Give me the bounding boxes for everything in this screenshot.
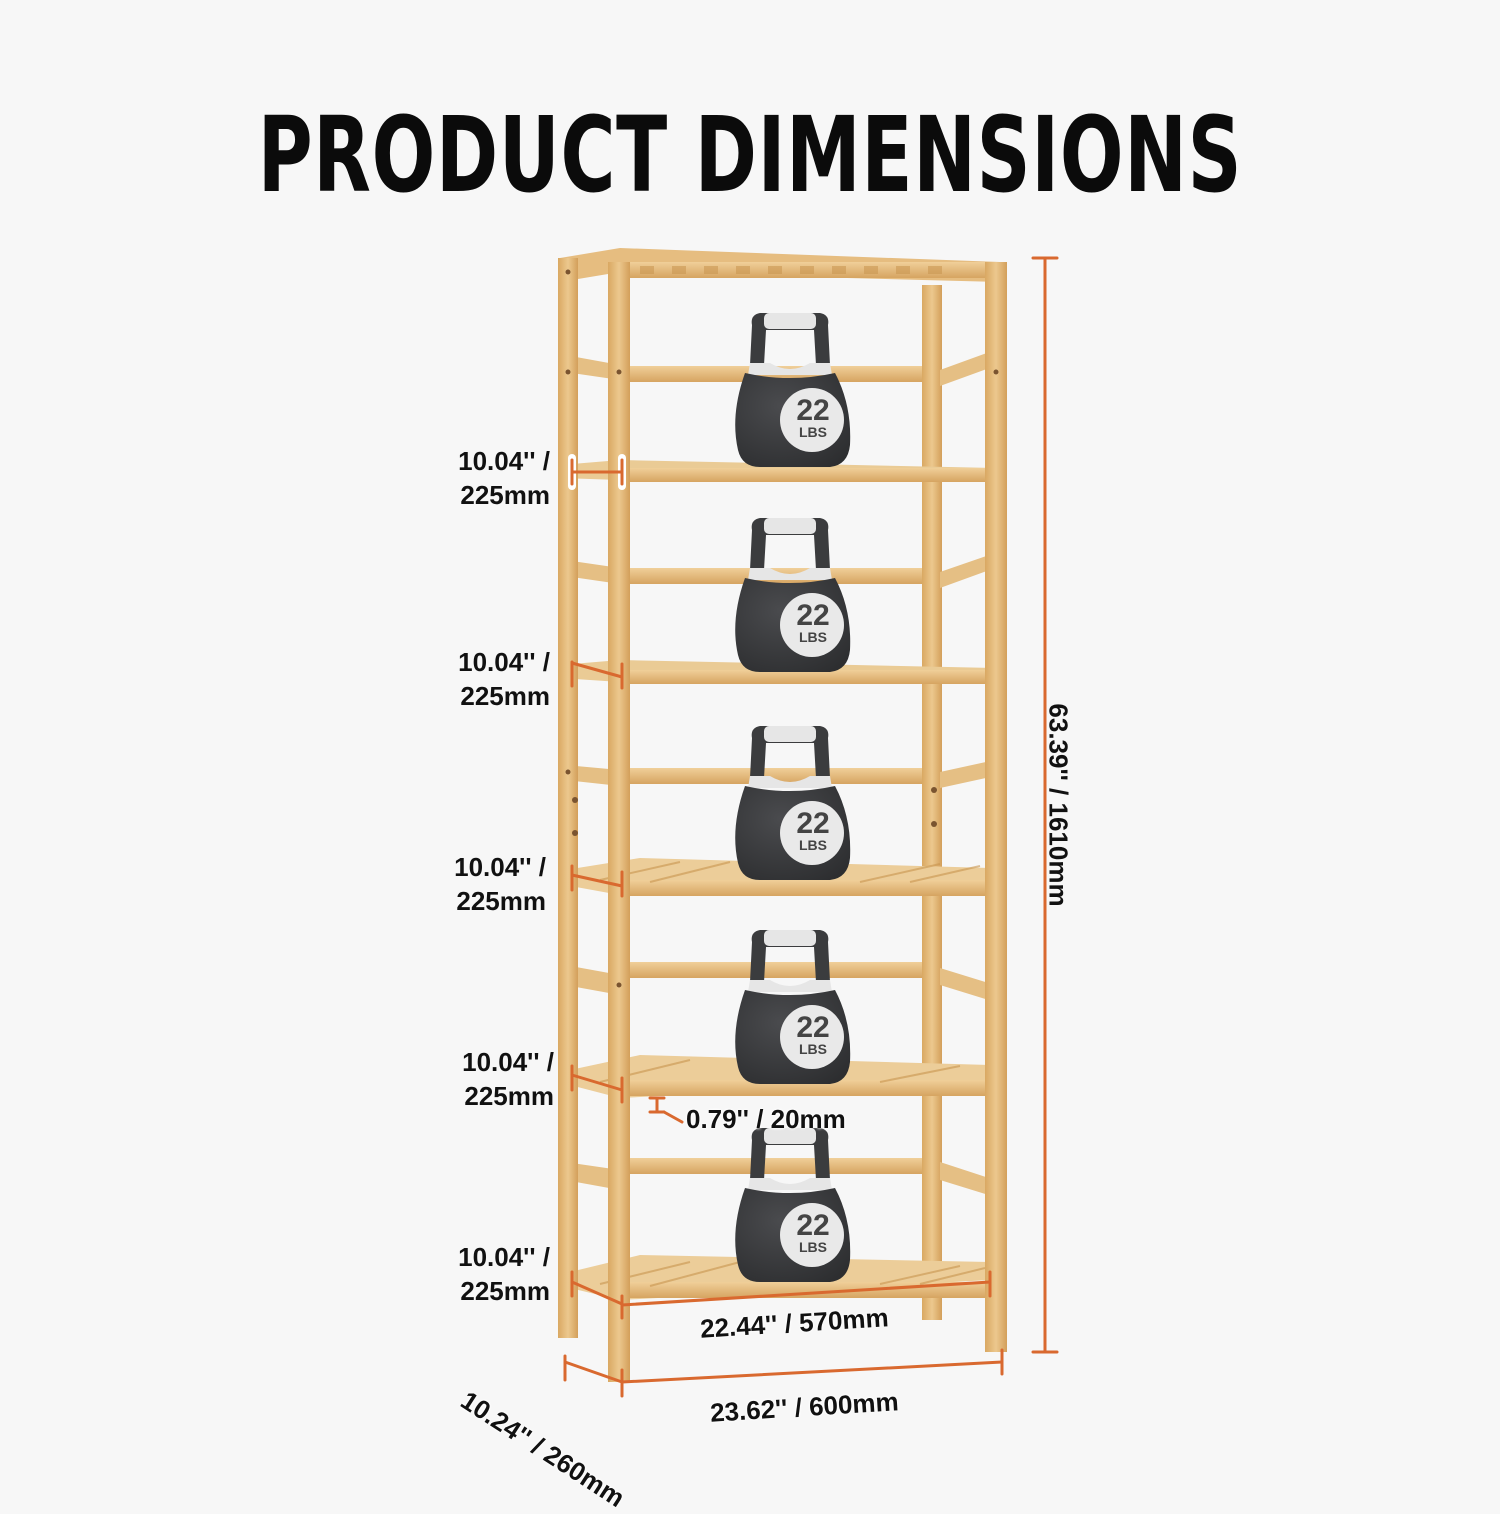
shelf-spacing-label: 10.04'' / 225mm [462, 1047, 554, 1111]
back-right-post [922, 285, 942, 1320]
page-title: PRODUCT DIMENSIONS [257, 94, 1243, 216]
kettlebell-2 [735, 518, 851, 672]
kettlebell-label: 22 LBS [796, 599, 830, 645]
shelf-spacing-label: 10.04'' / 225mm [458, 647, 550, 711]
kettlebell-label: 22 LBS [796, 1209, 830, 1255]
shelf-spacing-label: 10.04'' / 225mm [454, 852, 546, 916]
spacing-marker [570, 1270, 624, 1320]
spacing-marker [570, 864, 624, 898]
spacing-marker [568, 454, 626, 490]
kettlebell-5 [735, 1128, 851, 1282]
overall-height-label: 63.39'' / 1610mm [1043, 703, 1074, 907]
shelf-spacing-label: 10.04'' / 225mm [458, 1242, 550, 1306]
kettlebell-label: 22 LBS [796, 807, 830, 853]
spacing-marker [570, 660, 624, 690]
front-right-post [985, 262, 1007, 1352]
slat-thickness-label: 0.79'' / 20mm [686, 1104, 846, 1134]
spacing-marker [570, 1064, 624, 1104]
kettlebell-label: 22 LBS [796, 1011, 830, 1057]
kettlebell-label: 22 LBS [796, 394, 830, 440]
kettlebell-4 [735, 930, 851, 1084]
shelf-spacing-label: 10.04'' / 225mm [458, 446, 550, 510]
kettlebell-1 [735, 313, 851, 467]
front-left-post [608, 262, 630, 1382]
kettlebell-3 [735, 726, 851, 880]
